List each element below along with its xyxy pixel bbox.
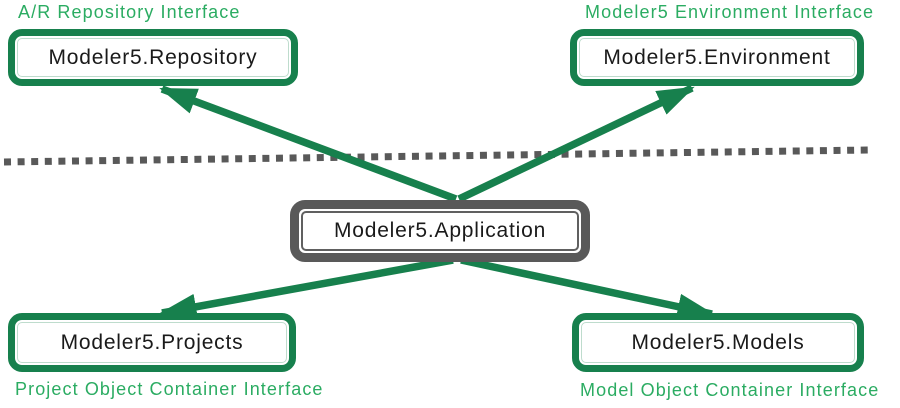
label-modeler5-environment-interface: Modeler5 Environment Interface: [585, 2, 875, 22]
node-modeler5-repository: Modeler5.Repository: [8, 29, 298, 86]
node-title: Modeler5.Application: [333, 219, 547, 242]
node-inner-outline: Modeler5.Repository: [17, 38, 289, 77]
arrow-application-to-models: [460, 256, 715, 320]
node-inner-outline: Modeler5.Projects: [17, 322, 287, 363]
label-project-object-container-interface: Project Object Container Interface: [15, 379, 324, 399]
label-ar-repository-interface: A/R Repository Interface: [18, 2, 241, 22]
arrow-application-to-repository: [159, 85, 458, 203]
boundary-dotted-line: [3, 146, 869, 166]
node-modeler5-environment: Modeler5.Environment: [570, 29, 864, 86]
label-model-object-container-interface: Model Object Container Interface: [580, 380, 880, 400]
node-inner-outline: Modeler5.Models: [581, 322, 855, 363]
arrow-application-to-projects: [159, 256, 454, 320]
node-inner-outline: Modeler5.Environment: [579, 38, 855, 77]
node-modeler5-application: Modeler5.Application: [290, 200, 590, 262]
node-modeler5-models: Modeler5.Models: [572, 313, 864, 372]
node-inner-outline: Modeler5.Application: [301, 211, 579, 251]
arrow-application-to-environment: [457, 84, 695, 203]
node-modeler5-projects: Modeler5.Projects: [8, 313, 296, 372]
node-title: Modeler5.Projects: [60, 330, 244, 354]
node-title: Modeler5.Repository: [48, 45, 258, 69]
node-title: Modeler5.Models: [631, 330, 805, 354]
node-title: Modeler5.Environment: [603, 45, 831, 69]
